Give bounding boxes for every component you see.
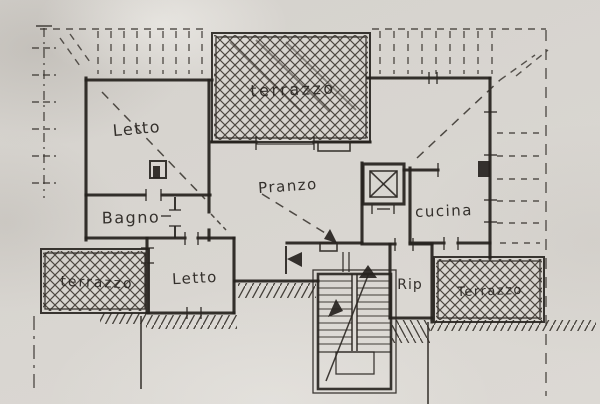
room-label-bagno: Bagno	[102, 207, 161, 227]
stair-direction-arrow-icon	[328, 299, 343, 317]
terrace-se-label: Terrazzo	[456, 283, 523, 300]
terrace-south-east: Terrazzo	[433, 256, 545, 323]
stair-treads	[318, 280, 391, 345]
diagonal-arrowhead	[324, 229, 337, 243]
room-labels: Letto Bagno Pranzo cucina Letto Rip	[102, 117, 474, 293]
terrace-south-west: terrazzo	[40, 248, 150, 314]
room-label-rip: Rip	[397, 277, 423, 293]
north-hatch-strip-west	[59, 31, 203, 74]
staircase-icon	[312, 252, 397, 394]
terrace-north: terrazzo	[210, 32, 372, 152]
north-hatch-strip-east	[379, 31, 549, 81]
room-label-letto-s: Letto	[172, 268, 219, 288]
boundary-dashes	[32, 25, 549, 396]
room-label-pranzo: Pranzo	[258, 175, 319, 197]
wall-pilaster	[478, 161, 490, 177]
east-hatch-ticks	[497, 132, 543, 244]
elevator-shaft-x-icon	[361, 162, 406, 214]
room-label-cucina: cucina	[415, 201, 473, 221]
stair-up-arrow-icon	[359, 265, 377, 278]
terrace-north-label: terrazzo	[250, 79, 336, 101]
entrance-door-arrow-icon	[287, 252, 302, 267]
apartment-walls	[84, 72, 497, 404]
flue-block	[149, 160, 167, 179]
room-label-letto-nw: Letto	[112, 117, 162, 140]
ground-hatching	[100, 283, 596, 343]
terrace-sw-label: terrazzo	[60, 274, 134, 293]
dashed-diagonals	[101, 79, 501, 243]
